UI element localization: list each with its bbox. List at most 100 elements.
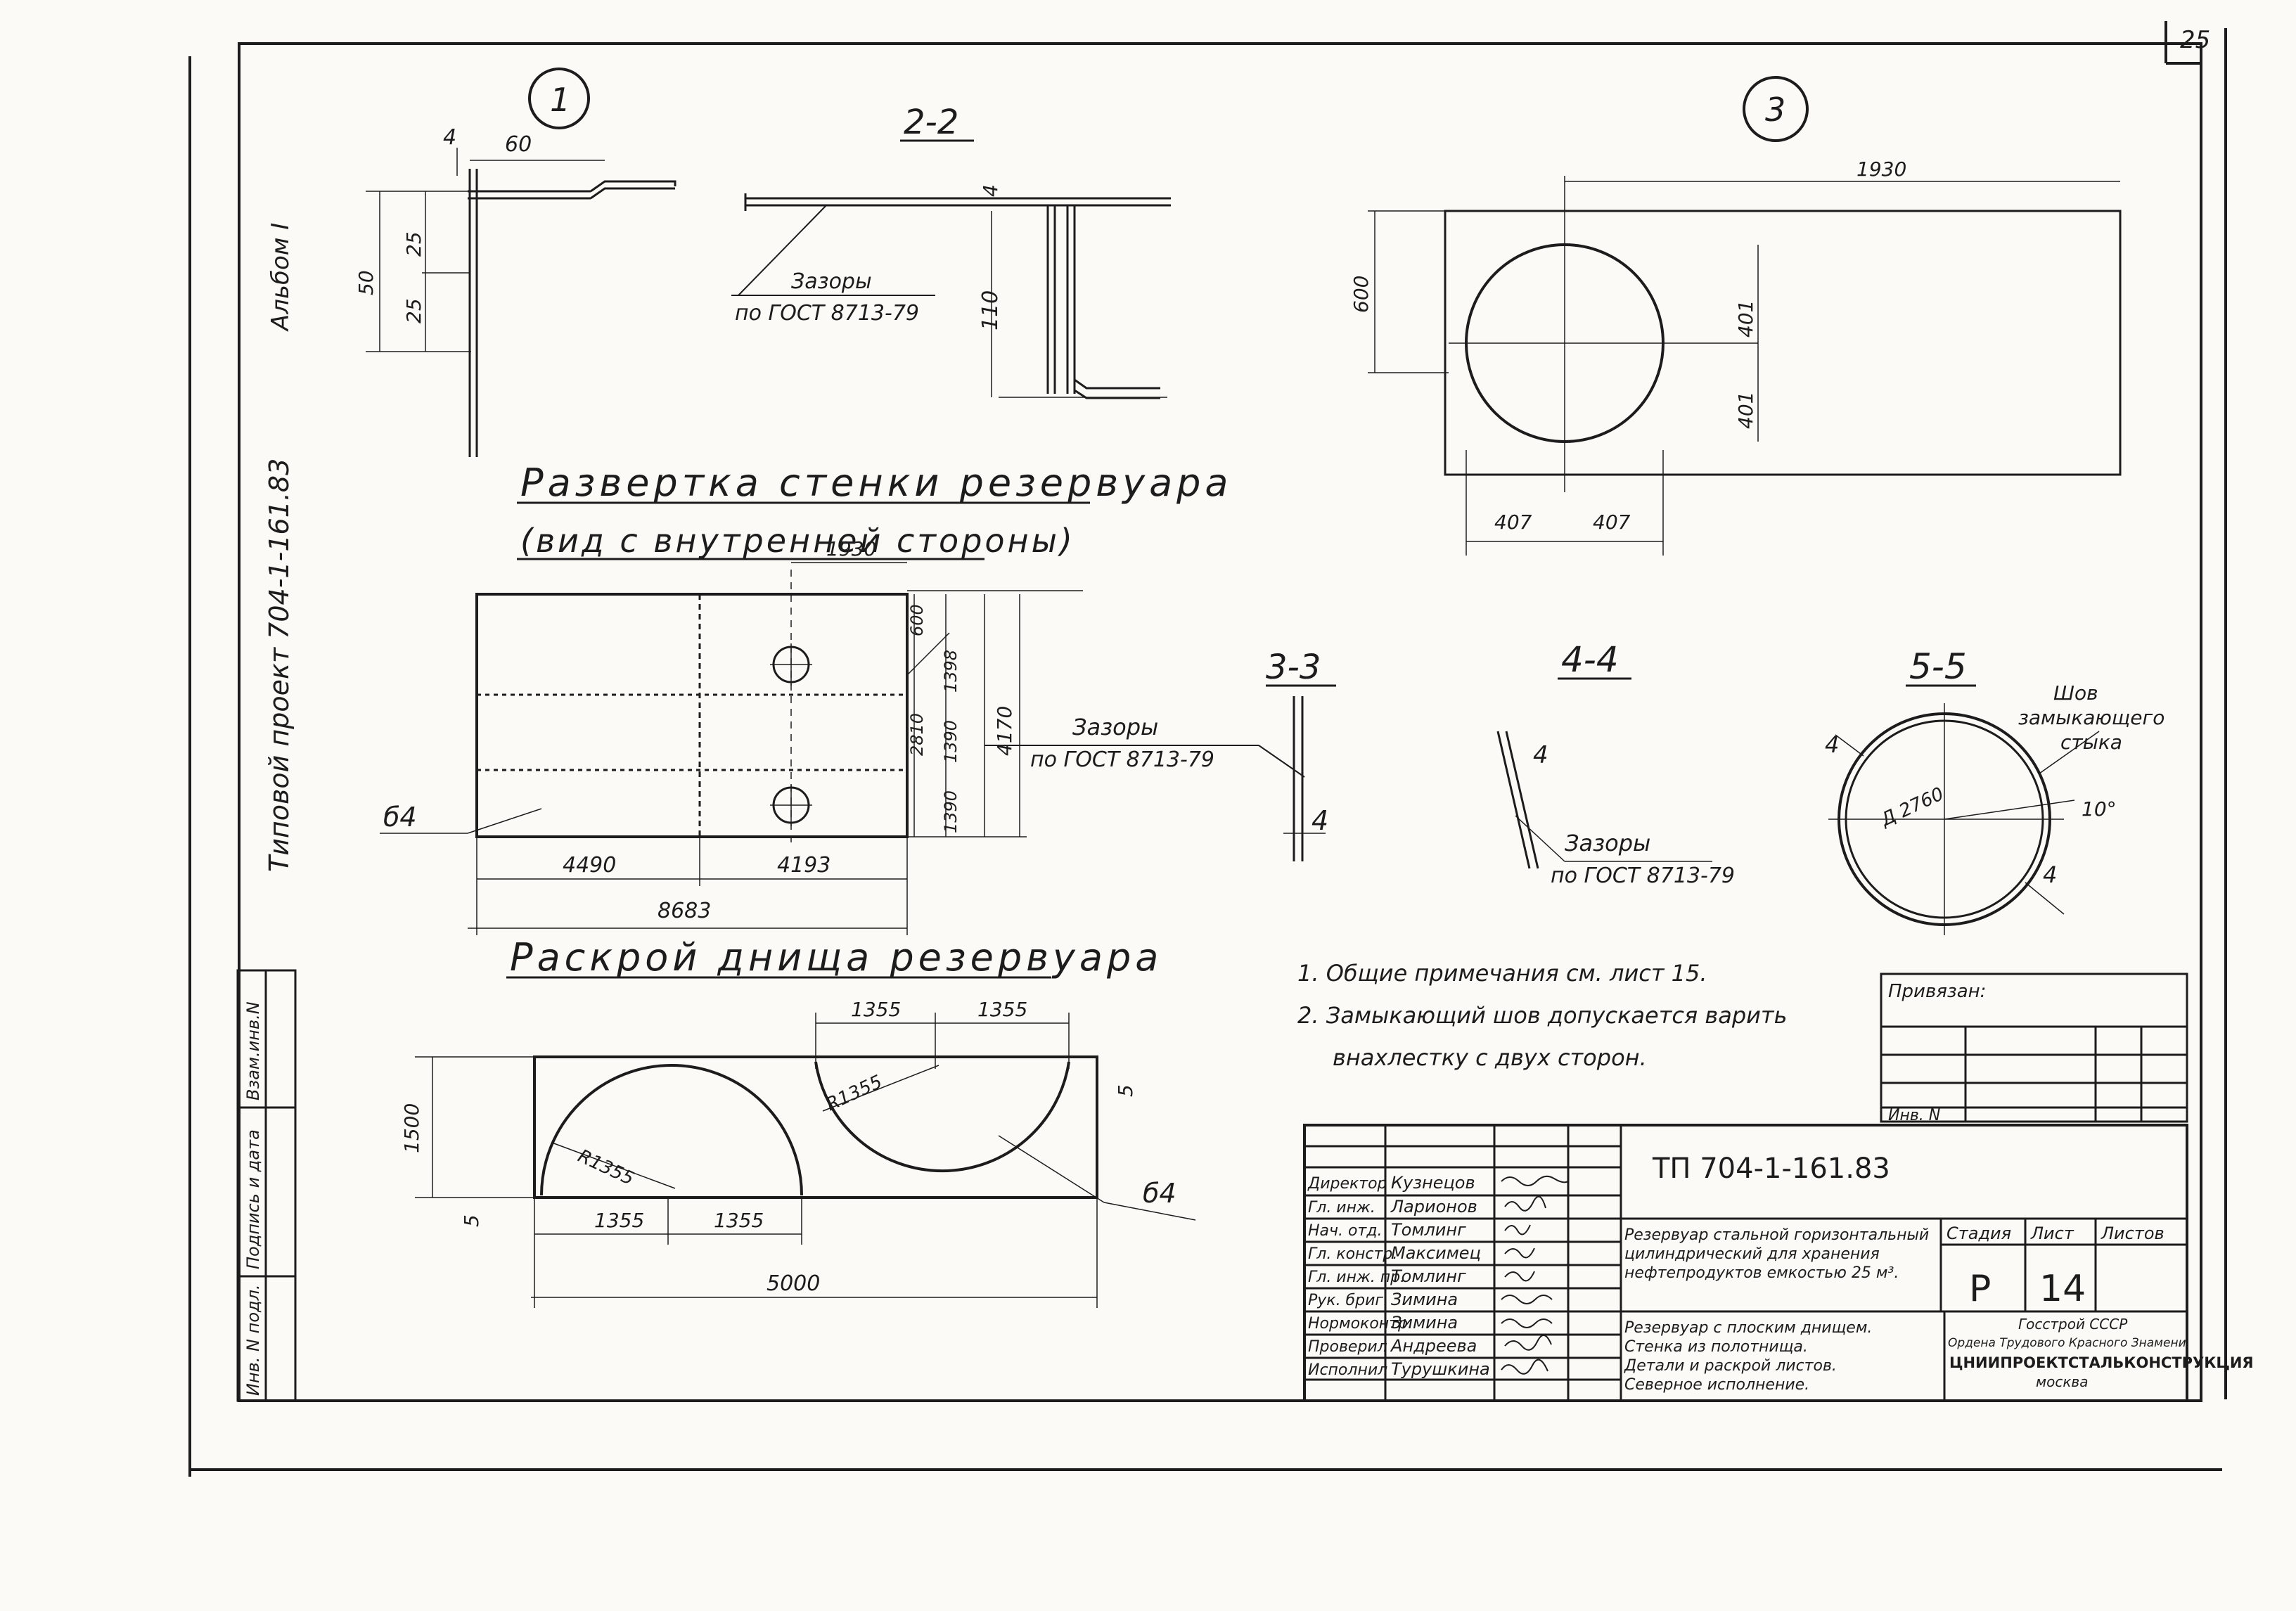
bottom-title: Раскрой днища резервуара bbox=[510, 935, 1162, 980]
section-2-2-dim-110: 110 bbox=[978, 290, 1003, 330]
section-4-4-gap-2: по ГОСТ 8713-79 bbox=[1551, 864, 1735, 888]
section-4-4: 4-4 4 Зазоры по ГОСТ 8713-79 bbox=[1496, 639, 1735, 888]
organization: Госстрой СССР Ордена Трудового Красного … bbox=[1948, 1316, 2254, 1390]
wall-dim-4490: 4490 bbox=[563, 853, 616, 878]
detail-3-dim-401a: 401 bbox=[1734, 300, 1757, 338]
section-5-5: 5-5 Д 2760 10° 4 4 Шов замыкающего стыка bbox=[1825, 646, 2164, 935]
section-3-3: 3-3 4 bbox=[1266, 648, 1336, 861]
bottom-dim-1355a: 1355 bbox=[851, 998, 901, 1021]
org-4: москва bbox=[2036, 1373, 2088, 1390]
roles-column: Директор Гл. инж. Нач. отд. Гл. констр. … bbox=[1307, 1175, 1413, 1379]
section-5-5-angle: 10° bbox=[2082, 797, 2117, 821]
section-5-5-title: 5-5 bbox=[1909, 646, 1967, 687]
title-block-code: ТП 704-1-161.83 bbox=[1652, 1153, 1890, 1185]
sheet-title-4: Северное исполнение. bbox=[1624, 1376, 1809, 1394]
stage-label: Стадия bbox=[1947, 1224, 2011, 1243]
bottom-dim-1355d: 1355 bbox=[714, 1209, 764, 1232]
wall-material: б4 bbox=[383, 802, 417, 833]
note-1: 1. Общие примечания см. лист 15. bbox=[1297, 960, 1707, 987]
bottom-dim-5b: 5 bbox=[1114, 1084, 1137, 1097]
role-9: Исполнил bbox=[1308, 1361, 1387, 1379]
detail-3-dim-407b: 407 bbox=[1593, 511, 1631, 534]
wall-gap-2: по ГОСТ 8713-79 bbox=[1030, 747, 1214, 772]
wall-dim-600: 600 bbox=[907, 604, 927, 636]
name-7: Зимина bbox=[1391, 1313, 1458, 1333]
sheet-label: Лист bbox=[2030, 1224, 2074, 1243]
org-3: ЦНИИПРОЕКТСТАЛЬКОНСТРУКЦИЯ bbox=[1949, 1354, 2254, 1371]
section-4-4-title: 4-4 bbox=[1561, 639, 1619, 680]
description-2: цилиндрический для хранения bbox=[1624, 1245, 1880, 1263]
detail-1-dim-25b: 25 bbox=[402, 298, 425, 323]
wall-subtitle: (вид с внутренней стороны) bbox=[520, 522, 1075, 560]
sheet-title: Резервуар с плоским днищем. Стенка из по… bbox=[1624, 1319, 1872, 1394]
names-column: Кузнецов Ларионов Томлинг Максимец Томли… bbox=[1390, 1173, 1490, 1379]
bottom-radius-2: R1355 bbox=[823, 1072, 885, 1116]
binding-box: Привязан: Инв. N bbox=[1880, 973, 2188, 1124]
stage-value: Р bbox=[1969, 1268, 1991, 1310]
sheet-frame bbox=[188, 21, 2227, 1477]
name-5: Томлинг bbox=[1391, 1266, 1466, 1286]
detail-3: 3 1930 600 401 401 407 407 bbox=[1349, 76, 2122, 556]
role-8: Проверил bbox=[1308, 1338, 1387, 1356]
sheet-title-1: Резервуар с плоским днищем. bbox=[1624, 1319, 1872, 1337]
wall-gap-1: Зазоры bbox=[1072, 714, 1158, 740]
description-3: нефтепродуктов емкостью 25 м³. bbox=[1624, 1264, 1899, 1282]
role-7: Нормоконтр. bbox=[1308, 1315, 1413, 1333]
name-2: Ларионов bbox=[1390, 1197, 1477, 1217]
wall-dim-1930: 1930 bbox=[826, 537, 876, 560]
bottom-radius-1: R1355 bbox=[575, 1145, 637, 1190]
name-6: Зимина bbox=[1391, 1290, 1458, 1309]
section-3-3-dim: 4 bbox=[1311, 805, 1328, 836]
description: Резервуар стальной горизонтальный цилинд… bbox=[1624, 1226, 1929, 1282]
detail-1-dim-4: 4 bbox=[443, 125, 456, 150]
wall-title: Развертка стенки резервуара bbox=[520, 461, 1233, 505]
role-2: Гл. инж. bbox=[1308, 1199, 1375, 1217]
role-3: Нач. отд. bbox=[1308, 1222, 1383, 1240]
section-5-5-dim-a: 4 bbox=[1825, 731, 1839, 758]
role-4: Гл. констр. bbox=[1308, 1245, 1397, 1263]
note-2: 2. Замыкающий шов допускается варить bbox=[1297, 1002, 1787, 1029]
section-2-2: 2-2 4 110 Зазоры по ГОСТ 8713-79 bbox=[731, 103, 1171, 399]
signatures bbox=[1501, 1175, 1569, 1375]
bottom-material: б4 bbox=[1143, 1178, 1176, 1209]
detail-1: 1 4 60 50 25 25 bbox=[354, 68, 676, 457]
bottom-dim-5a: 5 bbox=[460, 1214, 483, 1227]
detail-3-dim-1930: 1930 bbox=[1856, 158, 1906, 181]
detail-1-dim-25a: 25 bbox=[402, 231, 425, 257]
wall-dim-8683: 8683 bbox=[658, 899, 711, 923]
detail-1-dim-50: 50 bbox=[354, 270, 378, 295]
name-1: Кузнецов bbox=[1391, 1173, 1475, 1193]
side-table-cell-2: Подпись и дата bbox=[243, 1129, 263, 1269]
detail-1-mark: 1 bbox=[550, 81, 570, 119]
name-3: Томлинг bbox=[1391, 1220, 1466, 1240]
wall-dim-1390b: 1390 bbox=[941, 790, 961, 833]
org-1: Госстрой СССР bbox=[2018, 1316, 2128, 1333]
detail-3-mark: 3 bbox=[1765, 91, 1785, 129]
project-label: Типовой проект 704-1-161.83 bbox=[264, 458, 295, 872]
description-1: Резервуар стальной горизонтальный bbox=[1624, 1226, 1929, 1244]
wall-dim-4170: 4170 bbox=[993, 706, 1016, 756]
album-label: Альбом I bbox=[267, 223, 295, 332]
binding-title: Привязан: bbox=[1888, 981, 1986, 1002]
wall-dim-2810: 2810 bbox=[907, 713, 927, 756]
notes: 1. Общие примечания см. лист 15. 2. Замы… bbox=[1297, 960, 1787, 1071]
name-8: Андреева bbox=[1390, 1336, 1477, 1356]
detail-3-dim-407a: 407 bbox=[1494, 511, 1532, 534]
role-6: Рук. бриг. bbox=[1308, 1292, 1388, 1309]
section-5-5-note-1: Шов bbox=[2053, 681, 2098, 705]
sheets-label: Листов bbox=[2101, 1224, 2164, 1243]
role-5: Гл. инж. пр. bbox=[1308, 1269, 1405, 1286]
detail-1-dim-60: 60 bbox=[505, 132, 532, 157]
binding-inv: Инв. N bbox=[1888, 1107, 1940, 1124]
section-2-2-gap-2: по ГОСТ 8713-79 bbox=[735, 301, 919, 326]
wall-dim-4193: 4193 bbox=[777, 853, 830, 878]
sheet-title-3: Детали и раскрой листов. bbox=[1624, 1357, 1837, 1375]
section-5-5-note-2: замыкающего bbox=[2018, 706, 2164, 729]
section-5-5-dia: Д 2760 bbox=[1877, 783, 1947, 831]
wall-development: Развертка стенки резервуара (вид с внутр… bbox=[380, 461, 1305, 935]
note-3: внахлестку с двух сторон. bbox=[1333, 1044, 1647, 1071]
title-block: ТП 704-1-161.83 Директор Гл. инж. Нач. о… bbox=[1303, 1124, 2254, 1402]
name-9: Турушкина bbox=[1391, 1359, 1490, 1379]
